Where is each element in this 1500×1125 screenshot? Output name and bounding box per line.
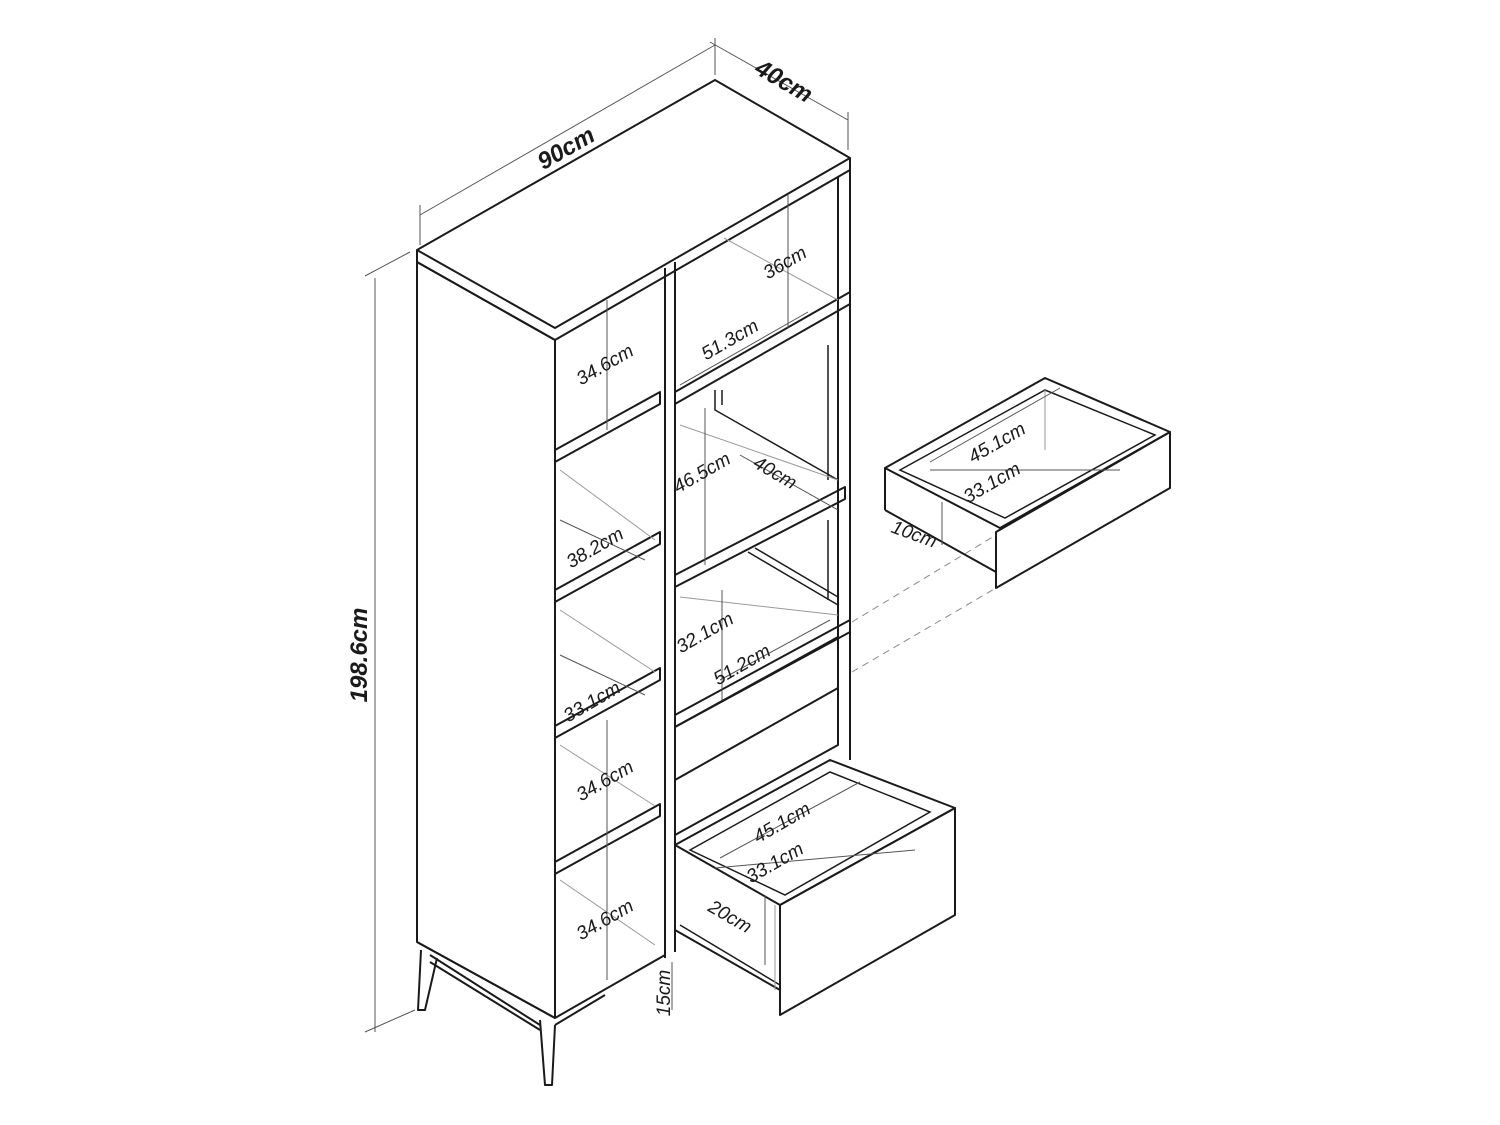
upper-drawer-width-arrow <box>929 387 1061 463</box>
right-niche-frame-low <box>747 547 839 606</box>
left-shelf-3 <box>554 667 661 739</box>
right-lower-niche-height-label: 32.1cm <box>673 609 737 658</box>
lower-drawer-runner <box>679 924 781 986</box>
drawer-housing-top <box>674 619 851 728</box>
height-dim-tick-bottom <box>364 1009 416 1033</box>
lower-drawer-side-bottom <box>674 929 781 991</box>
left-niche-5-height-label: 34.6cm <box>573 896 637 945</box>
leg-height-label: 15cm <box>654 970 675 1016</box>
top-right-shelf-width-label: 51.3cm <box>698 316 762 365</box>
height-dim-tick-top <box>364 251 411 277</box>
lower-drawer-width-arrow <box>719 781 861 859</box>
width-label: 90cm <box>533 121 600 175</box>
right-niche-1-back <box>723 237 839 301</box>
left-niche-4-height-label: 34.6cm <box>573 757 637 806</box>
drawer-front-width-arrow <box>719 619 831 681</box>
left-niche-2-depth-label: 38.2cm <box>563 524 627 573</box>
closed-drawer-front <box>674 636 839 836</box>
projection-line-2 <box>851 587 997 673</box>
lower-drawer-front <box>779 807 956 1016</box>
upper-drawer-front <box>995 431 1171 589</box>
upper-drawer-width-label: 45.1cm <box>965 419 1029 468</box>
depth-label: 40cm <box>750 54 818 109</box>
right-column-shelves <box>674 237 851 836</box>
lower-drawer-depth-label: 33.1cm <box>743 839 807 888</box>
right-niche-3-back <box>679 596 839 616</box>
cabinet-left-side <box>416 261 556 1019</box>
cabinet-body <box>416 79 851 1019</box>
left-shelf-1 <box>554 391 661 463</box>
right-shelf-2 <box>674 486 846 588</box>
top-right-niche-height-label: 36cm <box>760 243 811 284</box>
width-dim-line <box>419 44 716 216</box>
upper-drawer-height-label: 10cm <box>888 517 939 553</box>
right-shelf-1 <box>674 291 851 405</box>
height-label: 198.6cm <box>346 608 373 703</box>
left-shelf-2 <box>554 531 661 603</box>
right-middle-niche-depth-label: 40cm <box>749 453 800 494</box>
leg-left-front <box>417 949 438 1011</box>
left-niche-1-height-label: 34.6cm <box>573 341 637 390</box>
depth-dim-line <box>709 41 849 121</box>
cabinet-legs <box>417 949 606 1086</box>
overall-dimension-lines <box>364 38 849 1033</box>
left-niche-3-depth-arrow <box>559 654 646 696</box>
upper-drawer-inner-rim <box>898 389 1157 519</box>
lower-drawer-height-label: 20cm <box>704 896 756 938</box>
right-niche-2-back <box>679 424 839 481</box>
upper-drawer-side-bottom <box>884 509 997 573</box>
closed-drawer-split <box>674 687 839 781</box>
leg-rail-right <box>554 994 606 1026</box>
right-middle-niche-height-label: 46.5cm <box>670 449 734 498</box>
left-shelf-4 <box>554 803 661 875</box>
plinth-front <box>554 954 666 1019</box>
cabinet-top-edge <box>416 158 851 341</box>
right-niche-frame-top <box>714 390 839 481</box>
lower-drawer <box>674 759 956 1016</box>
projection-line-1 <box>851 534 997 623</box>
leg-rail <box>429 954 541 1031</box>
right-niche-depth-arrow <box>739 454 839 511</box>
lower-drawer-depth-arrow <box>714 849 916 869</box>
left-niche-3-back <box>559 609 656 673</box>
left-niche-3-depth-label: 33.1cm <box>560 678 624 727</box>
cabinet-top <box>416 79 851 329</box>
cabinet-bottom-edge <box>416 941 556 1019</box>
left-column-shelves <box>554 391 661 946</box>
right-shelf-width-arrow <box>679 311 809 386</box>
left-niche-2-depth-arrow <box>559 519 646 561</box>
lower-drawer-inner-rim <box>688 771 932 896</box>
left-niche-2-back <box>559 469 656 541</box>
lower-drawer-top-rim <box>674 759 956 906</box>
upper-drawer-depth-label: 33.1cm <box>960 459 1024 508</box>
leg-center-front <box>539 1019 556 1086</box>
upper-drawer <box>884 377 1171 589</box>
interior-dimension-arrows <box>559 195 1120 1010</box>
lower-drawer-width-label: 45.1cm <box>750 799 814 848</box>
